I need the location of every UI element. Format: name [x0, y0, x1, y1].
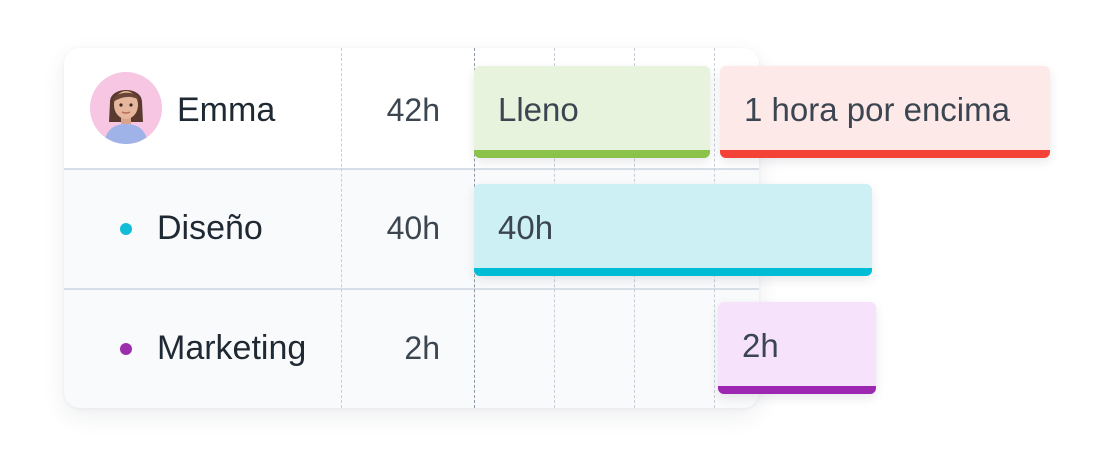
row-divider: [64, 288, 759, 290]
allocation-bar-diseno[interactable]: 40h: [474, 184, 872, 276]
allocation-bar-accent: [474, 268, 872, 276]
capacity-bar-label: 1 hora por encima: [744, 91, 1010, 128]
project-name: Marketing: [157, 329, 307, 367]
allocation-bar-label: 40h: [498, 209, 554, 246]
capacity-bar-accent: [474, 150, 710, 158]
row-divider: [64, 168, 759, 170]
project-hours: 40h: [386, 210, 440, 246]
project-hours: 2h: [404, 330, 440, 366]
capacity-bar-over[interactable]: 1 hora por encima: [720, 66, 1050, 158]
allocation-bar-marketing[interactable]: 2h: [718, 302, 876, 394]
user-avatar-icon[interactable]: [90, 72, 162, 144]
capacity-bar-full[interactable]: Lleno: [474, 66, 710, 158]
project-color-dot: [120, 223, 132, 235]
project-name: Diseño: [157, 209, 263, 247]
project-row-marketing[interactable]: Marketing 2h: [64, 290, 759, 408]
capacity-bar-label: Lleno: [498, 91, 579, 128]
avatar-illustration: [90, 72, 162, 144]
person-hours: 42h: [386, 92, 440, 128]
allocation-bar-label: 2h: [742, 327, 779, 364]
allocation-bar-accent: [718, 386, 876, 394]
person-name: Emma: [177, 91, 276, 129]
project-color-dot: [120, 343, 132, 355]
capacity-bar-accent: [720, 150, 1050, 158]
project-row-diseno[interactable]: Diseño 40h: [64, 170, 759, 289]
column-divider: [341, 48, 342, 408]
